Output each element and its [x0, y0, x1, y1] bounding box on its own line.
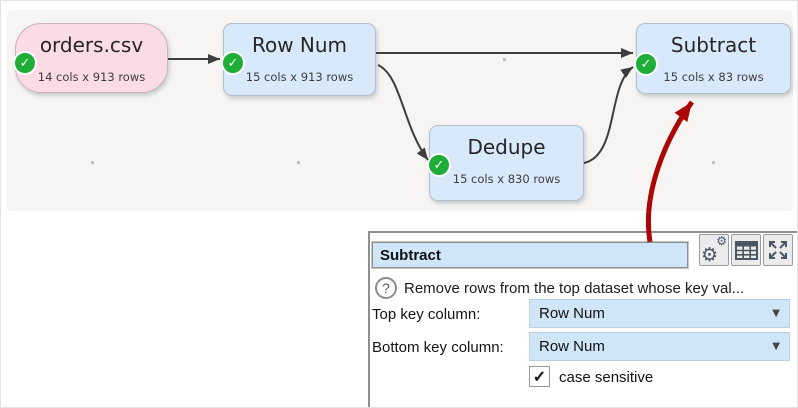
status-ok-icon: ✓ [427, 153, 451, 177]
node-subtitle: 15 cols x 83 rows [663, 70, 764, 84]
grid-dot [91, 161, 94, 164]
node-dedupe[interactable]: ✓ Dedupe 15 cols x 830 rows [427, 125, 584, 201]
question-glyph: ? [382, 280, 390, 296]
node-subtract[interactable]: ✓ Subtract 15 cols x 83 rows [634, 23, 791, 94]
chevron-down-icon: ▼ [772, 341, 780, 352]
node-row-num[interactable]: ✓ Row Num 15 cols x 913 rows [221, 23, 376, 96]
table-icon [734, 240, 758, 260]
transform-name-input[interactable] [372, 242, 688, 268]
select-value: Row Num [539, 338, 605, 355]
help-icon[interactable]: ? [375, 277, 397, 299]
gear-icon: ⚙ [701, 244, 719, 266]
node-title: Dedupe [467, 135, 546, 159]
grid-dot [503, 58, 506, 61]
status-ok-icon: ✓ [13, 51, 37, 75]
case-sensitive-checkbox[interactable]: ✓ [529, 366, 550, 387]
grid-dot [297, 161, 300, 164]
checkmark-icon: ✓ [532, 368, 547, 386]
node-title: orders.csv [39, 33, 144, 57]
top-key-column-select[interactable]: Row Num ▼ [529, 299, 790, 328]
node-subtitle: 14 cols x 913 rows [37, 70, 146, 84]
chevron-down-icon: ▼ [772, 308, 780, 319]
check-glyph: ✓ [433, 157, 445, 173]
check-glyph: ✓ [19, 55, 31, 71]
node-subtitle: 15 cols x 913 rows [245, 70, 354, 84]
top-key-column-label: Top key column: [372, 306, 481, 323]
expand-icon [769, 241, 787, 259]
transform-description: Remove rows from the top dataset whose k… [404, 280, 745, 297]
expand-button[interactable] [763, 234, 793, 266]
node-title: Row Num [251, 33, 348, 57]
bottom-key-column-label: Bottom key column: [372, 339, 504, 356]
node-orders-csv[interactable]: ✓ orders.csv 14 cols x 913 rows [13, 23, 168, 93]
select-value: Row Num [539, 305, 605, 322]
case-sensitive-label: case sensitive [559, 369, 654, 386]
check-glyph: ✓ [227, 55, 239, 71]
table-view-button[interactable] [731, 234, 761, 266]
node-subtitle: 15 cols x 830 rows [452, 172, 561, 186]
check-glyph: ✓ [640, 56, 652, 72]
node-title: Subtract [670, 33, 757, 57]
properties-panel: ⚙ ⚙ ? Remove rows f [368, 231, 797, 407]
settings-button[interactable]: ⚙ ⚙ [699, 234, 729, 266]
bottom-key-column-select[interactable]: Row Num ▼ [529, 332, 790, 361]
settings-gears-icon: ⚙ ⚙ [701, 234, 727, 266]
grid-dot [712, 161, 715, 164]
status-ok-icon: ✓ [221, 51, 245, 75]
status-ok-icon: ✓ [634, 52, 658, 76]
gear-icon: ⚙ [716, 234, 727, 248]
